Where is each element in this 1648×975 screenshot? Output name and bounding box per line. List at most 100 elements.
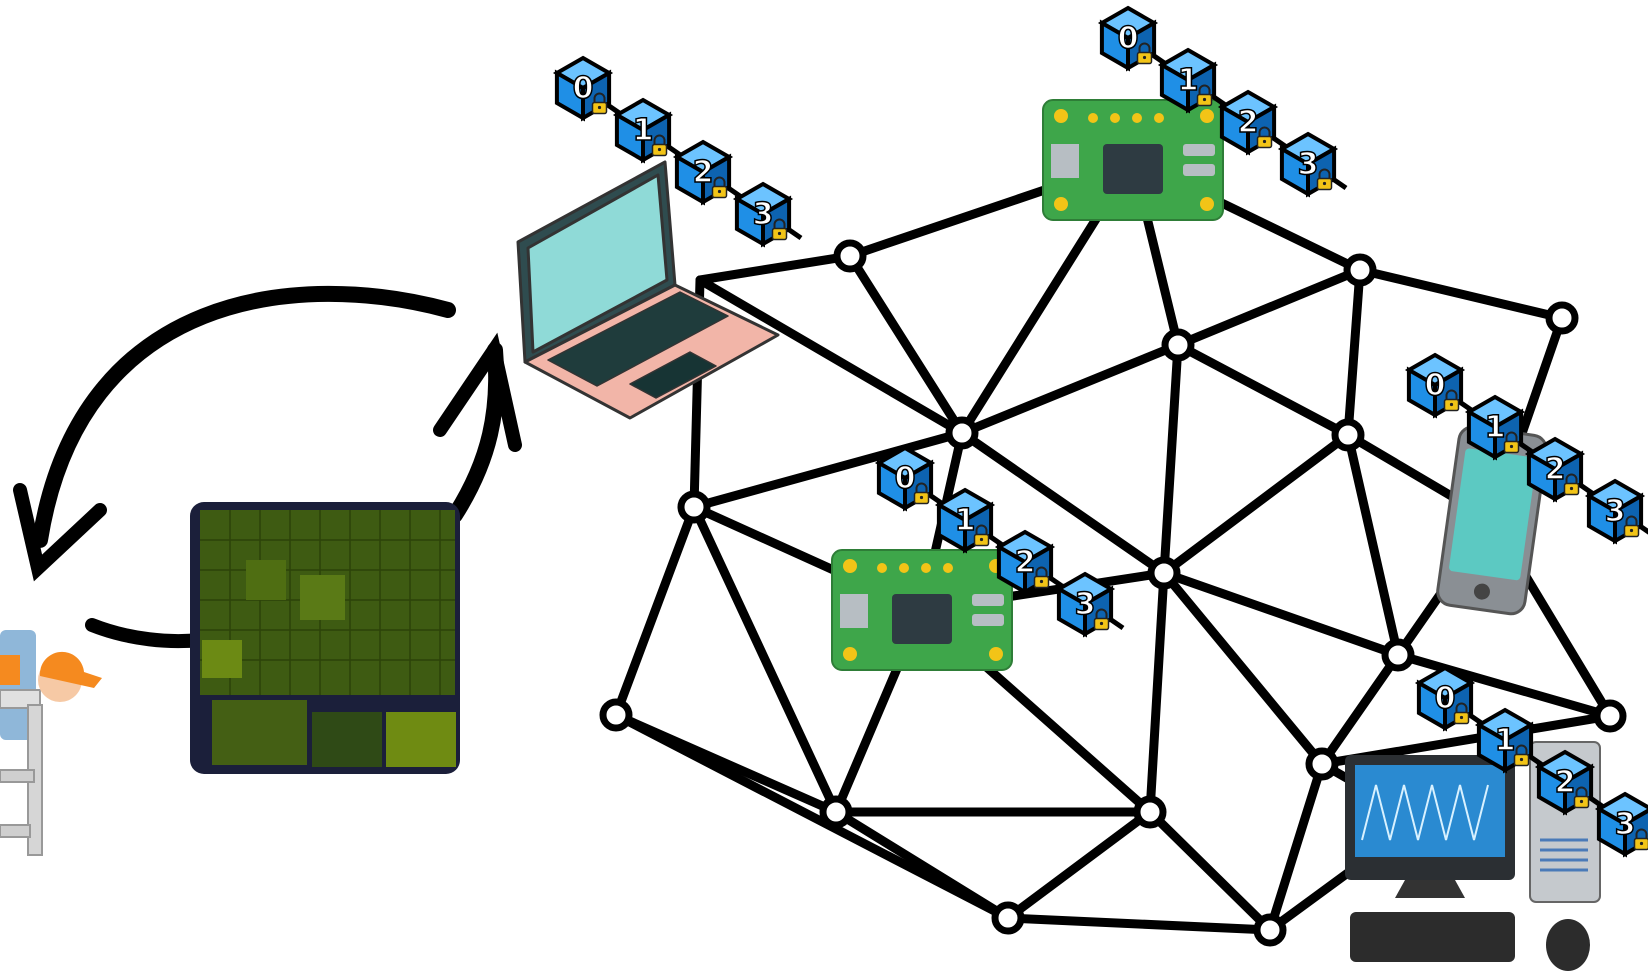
blockchain-block: 2: [1534, 749, 1596, 816]
blockchain-block: 3: [1277, 131, 1339, 198]
block-number: 3: [1615, 807, 1636, 842]
block-number: 0: [1435, 681, 1456, 716]
network-edge: [1173, 265, 1365, 350]
network-node: [599, 698, 633, 732]
network-node: [1381, 638, 1415, 672]
network-edge: [695, 275, 967, 438]
block-number: 2: [1238, 105, 1259, 140]
block-number: 2: [1545, 452, 1566, 487]
blockchain-block: 3: [732, 181, 794, 248]
arrow-back-head: [13, 483, 107, 582]
worker-icon: [0, 630, 102, 856]
network-edge: [1393, 650, 1615, 721]
arrow-forward-head: [433, 332, 522, 452]
network-edge: [1317, 650, 1403, 769]
network-node: [1545, 301, 1579, 335]
blockchain-block: 0: [1404, 352, 1466, 419]
arrow-back-curve: [32, 285, 456, 548]
block-number: 2: [1555, 765, 1576, 800]
network-node: [1253, 913, 1287, 947]
blockchain-block: 0: [1414, 665, 1476, 732]
network-node: [1133, 795, 1167, 829]
block-number: 2: [1015, 545, 1036, 580]
network-node: [945, 416, 979, 450]
network-node: [1331, 418, 1365, 452]
network-edge: [957, 340, 1183, 438]
network-edge: [1159, 340, 1183, 578]
blockchain-block: 2: [994, 529, 1056, 596]
network-edge: [1003, 913, 1275, 935]
network-edge: [957, 428, 1169, 578]
network-edge: [1159, 568, 1327, 769]
microcontroller-board-icon: [1042, 99, 1224, 221]
network-edge: [1145, 807, 1275, 935]
blockchain-block: 2: [1524, 436, 1586, 503]
blockchain-block: 0: [1097, 5, 1159, 72]
network-edge: [689, 502, 841, 817]
block-number: 3: [1605, 494, 1626, 529]
blockchain-block: 1: [612, 97, 674, 164]
network-node: [677, 490, 711, 524]
microcontroller-board-icon: [831, 549, 1013, 671]
block-number: 1: [955, 503, 976, 538]
block-chain: 0 1 2 3: [552, 55, 803, 248]
block-chain: 0 1 2 3: [1097, 5, 1348, 198]
blockchain-block: 3: [1594, 791, 1648, 858]
block-number: 1: [1485, 410, 1506, 445]
blockchain-block: 2: [1217, 89, 1279, 156]
blockchain-block: 0: [874, 445, 936, 512]
block-number: 3: [753, 197, 774, 232]
treemap-thumbnail: [190, 502, 460, 774]
network-edge: [1003, 807, 1155, 923]
network-node: [1593, 699, 1627, 733]
blockchain-block: 1: [1157, 47, 1219, 114]
block-number: 0: [895, 461, 916, 496]
network-edge: [1343, 430, 1403, 660]
laptop-icon: [516, 160, 780, 420]
network-edge: [1355, 265, 1567, 323]
network-node: [1343, 253, 1377, 287]
block-chain: 0 1 2 3: [1414, 665, 1648, 858]
block-chain: 0 1 2 3: [874, 445, 1125, 638]
network-node: [833, 239, 867, 273]
network-edge: [1265, 759, 1327, 935]
blockchain-block: 1: [1474, 707, 1536, 774]
block-chains: 0 1 2 3 0 1 2 3 0 1 2 3 0 1 2 3 0 1 2 3: [552, 5, 1648, 858]
block-number: 0: [573, 71, 594, 106]
blockchain-block: 1: [934, 487, 996, 554]
network-edge: [1159, 430, 1353, 578]
block-number: 1: [1178, 63, 1199, 98]
block-number: 2: [693, 155, 714, 190]
network-edge: [695, 251, 855, 285]
block-number: 1: [1495, 723, 1516, 758]
workflow-arrows: [13, 285, 522, 649]
block-number: 3: [1298, 147, 1319, 182]
network-edge: [1173, 340, 1353, 440]
network-edge: [831, 807, 1013, 923]
smartphone-icon: [1436, 425, 1548, 616]
blockchain-block: 0: [552, 55, 614, 122]
network-node: [819, 795, 853, 829]
block-number: 0: [1425, 368, 1446, 403]
network-node: [1147, 556, 1181, 590]
network-edge: [611, 502, 699, 720]
arrow-input-line: [85, 618, 207, 649]
blockchain-block: 2: [672, 139, 734, 206]
network-edge: [611, 710, 1013, 923]
network-node: [1161, 328, 1195, 362]
block-number: 3: [1075, 587, 1096, 622]
network-edge: [1159, 568, 1403, 660]
network-node: [991, 901, 1025, 935]
blockchain-block: 3: [1584, 478, 1646, 545]
network-edge: [845, 251, 967, 438]
network-edge: [689, 428, 967, 512]
block-number: 1: [633, 113, 654, 148]
network-node: [1305, 747, 1339, 781]
network-edge: [1145, 568, 1169, 817]
block-chain: 0 1 2 3: [1404, 352, 1648, 545]
block-number: 0: [1118, 21, 1139, 56]
network-nodes: [599, 239, 1627, 947]
blockchain-block: 1: [1464, 394, 1526, 461]
blockchain-block: 3: [1054, 571, 1116, 638]
